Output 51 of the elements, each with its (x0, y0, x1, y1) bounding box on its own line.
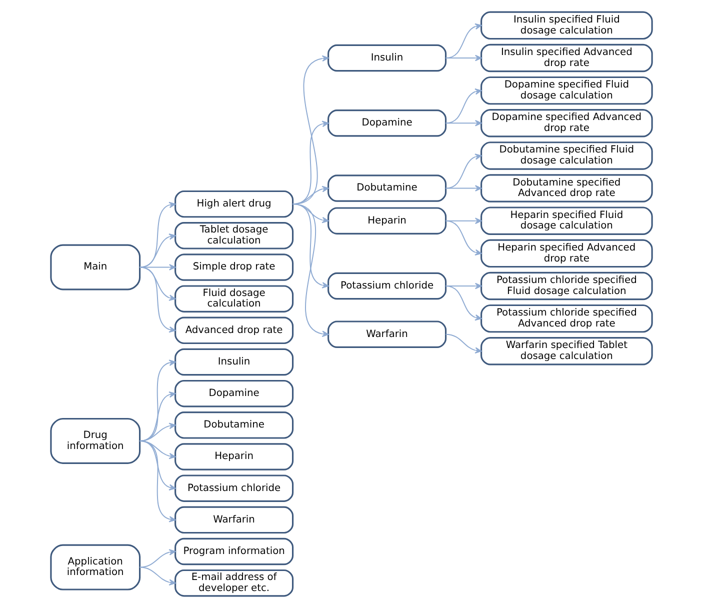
arrow (444, 54, 482, 62)
node-box: Potassium chloride (327, 272, 446, 300)
arrow (444, 334, 482, 354)
node-box: Insulin specified Advanced drop rate (480, 44, 652, 72)
node-box: Dopamine specified Fluid dosage calculation (480, 76, 652, 105)
node-box: Dobutamine (174, 412, 294, 439)
node-box: Warfarin specified Tablet dosage calculation (480, 337, 652, 366)
arrow (138, 234, 176, 268)
node-box: Potassium chloride specified Fluid dosage calculation (480, 272, 652, 300)
node-box: Heparin specified Fluid dosage calculation (480, 206, 652, 235)
node-box: Dopamine (174, 380, 294, 408)
arrow (138, 440, 176, 522)
arrow (138, 566, 176, 586)
node-box: Warfarin (327, 320, 446, 348)
node-box: Dopamine (327, 110, 446, 137)
node-box: Heparin (327, 207, 446, 234)
node-box: Heparin specified Advanced drop rate (480, 239, 652, 268)
node-box: Application information (50, 544, 140, 590)
arrow (138, 266, 176, 333)
arrow (292, 204, 328, 337)
node-box: Insulin (327, 44, 446, 72)
arrow (444, 88, 482, 124)
arrow (444, 120, 482, 126)
node-box: Dobutamine specified Fluid dosage calculation (480, 142, 652, 170)
node-box: Dobutamine specified Advanced drop rate (480, 174, 652, 202)
node-box: High alert drug (174, 190, 294, 218)
arrow (138, 264, 176, 270)
node-box: Program information (174, 538, 294, 566)
arrow (444, 286, 482, 321)
node-box: Advanced drop rate (174, 316, 294, 344)
arrow (444, 220, 482, 256)
arrow (138, 266, 176, 301)
node-box: Potassium chloride specified Advanced drop rate (480, 304, 652, 333)
arrow (444, 185, 482, 192)
node-box: Heparin (174, 443, 294, 470)
node-box: Tablet dosage calculation (174, 222, 294, 250)
arrow (138, 549, 176, 568)
node-box: Main (50, 244, 140, 290)
node-box: Drug information (50, 418, 140, 464)
arrow (444, 154, 482, 189)
node-box: Simple drop rate (174, 254, 294, 281)
node-box: Insulin (174, 348, 294, 376)
node-box: Insulin specified Fluid dosage calculation (480, 11, 652, 40)
node-box: Fluid dosage calculation (174, 285, 294, 312)
node-box: Warfarin (174, 506, 294, 534)
arrow (444, 23, 482, 58)
node-box: Dobutamine (327, 174, 446, 202)
node-box: Potassium chloride (174, 474, 294, 502)
node-box: E-mail address of developer etc. (174, 569, 294, 597)
arrow (138, 202, 176, 268)
node-box: Dopamine specified Advanced drop rate (480, 109, 652, 138)
